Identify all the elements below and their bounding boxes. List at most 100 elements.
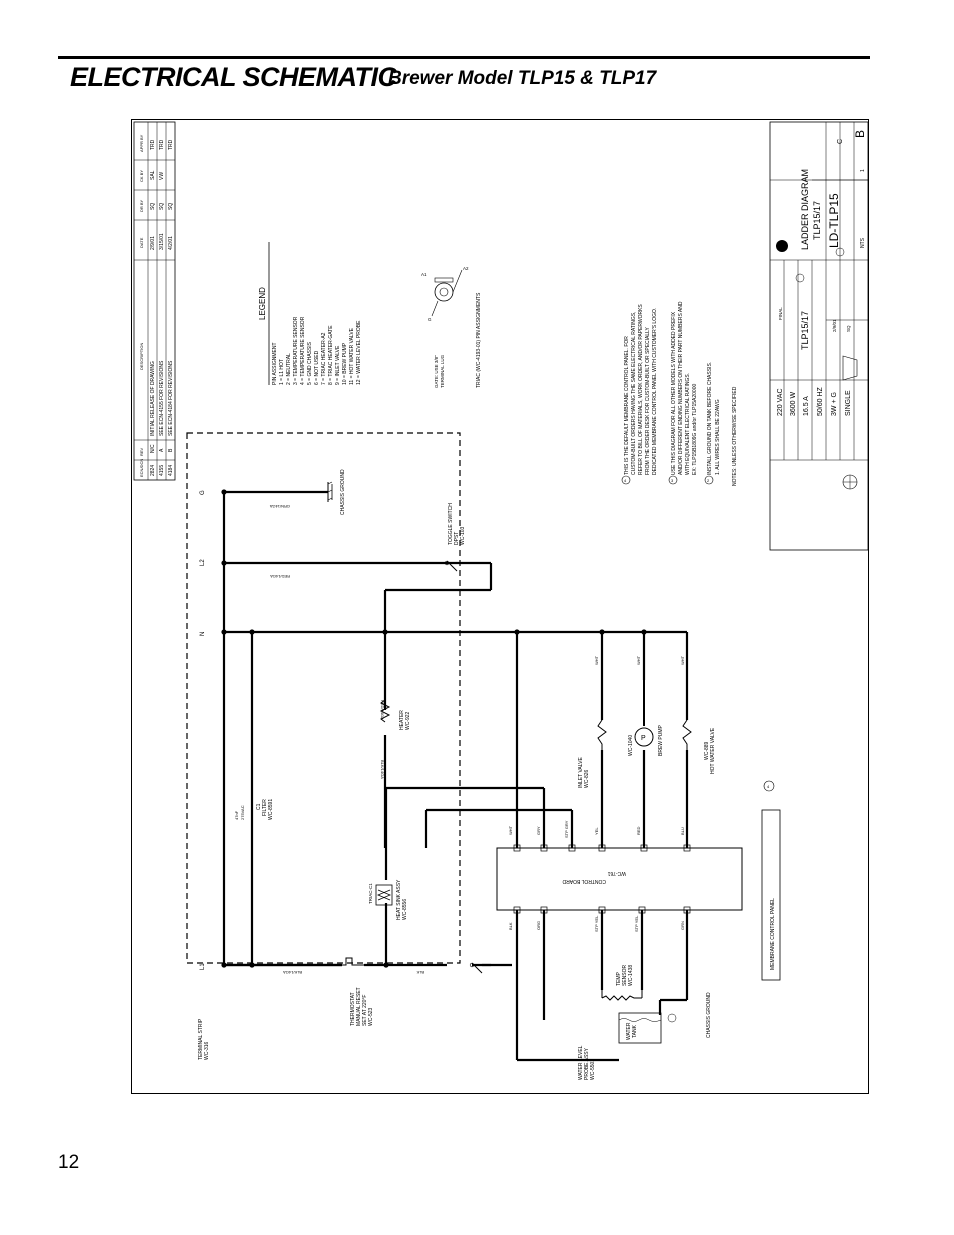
rev-cell: B — [168, 448, 174, 452]
line-label-l2: L2 — [200, 559, 206, 566]
brew-pump-label: BREW PUMP — [658, 725, 664, 757]
triac-caption: TRIAC (WC-4193-01) PIN ASSIGNMENTS — [476, 292, 482, 388]
chassis-ground-label: CHASSIS GROUND — [340, 469, 346, 515]
title-block: 220 VAC 3600 W 16.5 A 50/60 HZ 3W + G SI… — [769, 121, 869, 551]
wire-label: WHT — [680, 655, 685, 665]
line-label-g: G — [200, 490, 206, 495]
temp-sensor — [601, 990, 643, 1001]
control-board-label: WC-761 — [607, 870, 626, 876]
note-line: WITH EQUIVALENT ELECTRICAL RATINGS. — [685, 373, 691, 475]
legend-item: 6 = NOT USED — [314, 350, 320, 385]
note-line: USE THIS DIAGRAM FOR ALL OTHER MODELS WI… — [671, 311, 677, 475]
note-line: INSTALL GROUND ON TANK BEFORE CHASSIS. — [707, 362, 713, 475]
note-line: DEDICATED MEMBRANE CONTROL PANEL WITH CU… — [652, 308, 658, 475]
wire-label: BLK/14GA — [380, 760, 385, 779]
tank-ground-label: CHASSIS GROUND — [706, 992, 712, 1038]
control-board-label: CONTROL BOARD — [562, 878, 606, 884]
control-board — [496, 844, 743, 914]
rev-cell: 4155 — [159, 465, 165, 476]
rev-cell: SEE ECN-4184 FOR REVISIONS — [168, 360, 174, 436]
rating-amperage: 16.5 A — [803, 396, 810, 416]
rev-cell: SQ — [150, 203, 156, 210]
legend-item: 12 = WATER LEVEL PROBE — [356, 320, 362, 385]
page-number: 12 — [58, 1152, 80, 1173]
filter-rating: 275VAC — [240, 805, 245, 820]
note-ref: 4 — [767, 784, 770, 789]
rev-header-description: DESCRIPTION — [139, 343, 144, 370]
probe-label: PROBE ASSY — [584, 1047, 590, 1080]
heater-label: WC-922 — [405, 711, 411, 730]
thermostat-label: MANUAL RESET — [356, 987, 362, 1026]
chassis-boundary — [186, 432, 461, 964]
company-logo — [776, 240, 788, 252]
heater-label: HEATER — [399, 710, 405, 730]
rev-header-drby: DR BY — [139, 199, 144, 212]
legend: LEGEND PIN ASSIGNMENT 1 = L1 HOT 2 = NEU… — [258, 242, 482, 388]
tb-date: 2/9/01 — [832, 319, 837, 332]
rev-cell: 2/9/01 — [150, 236, 156, 250]
membrane-panel-label: MEMBRANE CONTROL PANEL — [770, 898, 776, 970]
wire-label: RED — [636, 826, 641, 835]
page-title: ELECTRICAL SCHEMATIC — [70, 62, 397, 92]
wire-label: BLK — [416, 970, 424, 975]
rev-cell: N/C — [150, 444, 156, 453]
rating-phase: SINGLE — [845, 390, 852, 416]
tb-drawn-by: SQ — [846, 325, 851, 332]
gate-note: GATE: USE 3/8" — [434, 355, 439, 388]
wire-label: STP GRY — [564, 820, 569, 838]
rev-header-ecn: ECN/DCN — [139, 459, 144, 477]
hot-water-valve — [682, 719, 692, 750]
rating-wire: 3W + G — [831, 392, 838, 416]
thermostat-label: SET AT 220°F — [362, 995, 368, 1026]
toggle-switch-label: DPST — [454, 532, 460, 545]
gate-note: TERMINAL LUG — [440, 354, 445, 388]
electrical-schematic: ECN/DCN REV DESCRIPTION DATE DR BY CK BY… — [131, 119, 869, 1094]
filter-label: WC-8591 — [268, 799, 274, 820]
rev-header-date: DATE — [139, 237, 144, 248]
brew-pump-label: WC-1040 — [628, 735, 634, 756]
drawing-title-line1: LADDER DIAGRAM — [800, 169, 810, 250]
rev-cell: 3/15/01 — [159, 233, 165, 250]
rev-cell: SQ — [159, 203, 165, 210]
revision-table: ECN/DCN REV DESCRIPTION DATE DR BY CK BY… — [133, 121, 176, 481]
toggle-switch — [444, 560, 483, 974]
temp-sensor-label: WC-1438 — [628, 965, 634, 986]
inlet-valve-label: WC-826 — [584, 769, 590, 788]
triac-heatsink — [375, 884, 393, 906]
note-line: EX: TLP15B1809G and/or TLP15A20000 — [692, 384, 698, 475]
rev-cell: SQ — [168, 203, 174, 210]
note-number: 2 — [707, 478, 710, 483]
wire-label: STP YEL — [634, 915, 639, 932]
hot-water-valve-label: WC-889 — [704, 741, 710, 760]
rating-hertz: 50/60 HZ — [817, 386, 824, 416]
note-line: 1. ALL WIRES SHALL BE 22AWG — [715, 399, 721, 475]
tb-model: TLP15/17 — [800, 311, 810, 350]
water-tank-label: WATER — [626, 1022, 632, 1040]
legend-item: 11 = HOT WATER VALVE — [349, 327, 355, 385]
rev-cell: 2824 — [150, 465, 156, 476]
legend-item: 5 = GND CHASSIS — [307, 341, 313, 385]
note-line: AND/OR DIFFERENT ENDING NUMBERS ON THEIR… — [678, 301, 684, 475]
rev-cell: TRD — [150, 139, 156, 150]
legend-item: 2 = NEUTRAL — [286, 353, 292, 385]
wire-label: RED/14GA — [270, 574, 290, 579]
wire-label: ORG — [536, 921, 541, 930]
triac-label: TRIAC-C1 — [368, 883, 373, 904]
hot-water-valve-label: HOT WATER VALVE — [710, 727, 716, 774]
water-tank — [618, 1012, 677, 1044]
wire-label: GRY — [536, 826, 541, 835]
inlet-valve-label: INLET VALVE — [578, 756, 584, 788]
temp-sensor-label: SENSOR — [622, 964, 628, 986]
toggle-switch-label: WC-103 — [460, 526, 466, 545]
triac-pin-a2: A2 — [463, 266, 469, 271]
drawing-scale: NTS — [860, 237, 866, 248]
membrane-control-panel: 4 — [761, 780, 781, 981]
wire-label: YEL — [594, 827, 599, 835]
line-label-l1: L1 — [200, 963, 206, 970]
rating-voltage: 220 VAC — [777, 389, 784, 417]
heat-sink-label: WC-8556 — [402, 899, 408, 920]
thermostat-label: WC-523 — [368, 1007, 374, 1026]
wire-label: BLU — [680, 827, 685, 835]
filter-label: C1 — [256, 803, 262, 810]
header-rule — [58, 56, 870, 59]
